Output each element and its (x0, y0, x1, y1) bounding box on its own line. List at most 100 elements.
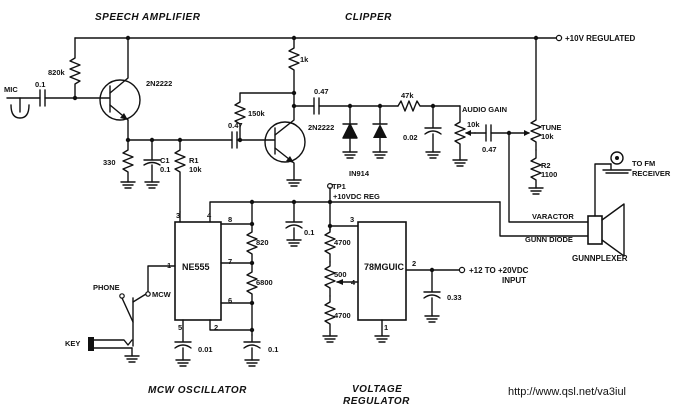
capacitor-timing-01: 0.1 (243, 334, 278, 367)
title-regulator: REGULATOR (343, 396, 410, 407)
ne555-pin6: 6 (228, 296, 232, 305)
capacitor-033: 0.33 (423, 269, 462, 323)
resistor-r1: R1 10k (174, 139, 202, 213)
mic-coupling-capacitor (39, 89, 46, 107)
gunnplexer-body (587, 215, 603, 245)
label-to-fm: TO FM (632, 159, 655, 168)
capacitor-047-b: 0.47 (313, 87, 329, 115)
resistor-4700-b: 4700 (322, 295, 351, 343)
diode-2 (372, 105, 388, 159)
resistor-330: 330 (103, 139, 136, 189)
label-820k: 820k (48, 68, 66, 77)
label-47k: 47k (401, 91, 414, 100)
label-to-fm-receiver: RECEIVER (632, 169, 671, 178)
key-jack: KEY (65, 337, 140, 363)
ne555-pin2: 2 (214, 323, 218, 332)
fm-output-connector (610, 151, 624, 165)
transistor-q2: 2N2222 (264, 105, 334, 187)
mic-input: MIC 0.1 (4, 80, 101, 119)
label-phone: PHONE (93, 283, 120, 292)
label-500: 500 (334, 270, 347, 279)
phone-mcw-switch: MCW PHONE (93, 265, 176, 347)
title-voltage: VOLTAGE (352, 384, 402, 395)
title-gunnplexer: GUNNPLEXER (572, 254, 628, 263)
ne555-pin3: 3 (176, 211, 180, 220)
label-q1: 2N2222 (146, 79, 172, 88)
label-047b: 0.47 (314, 87, 329, 96)
label-330: 330 (103, 158, 116, 167)
label-reg-out: +10VDC REG (333, 192, 380, 201)
ic-ne555: NE555 3 4 8 7 6 1 5 2 (167, 211, 232, 332)
resistor-500-pot: 500 (324, 261, 359, 297)
reg-pin2: 2 (412, 259, 416, 268)
reg-label: 78MGUIC (364, 262, 405, 272)
varactor-line (490, 132, 589, 223)
capacitor-c1: C1 0.1 (143, 139, 170, 189)
label-002: 0.02 (403, 133, 418, 142)
label-tp1: TP1 (332, 182, 346, 191)
gunn-diode-line (499, 201, 589, 237)
label-input-range: +12 TO +20VDC (469, 266, 529, 275)
reg-pin1: 1 (384, 323, 388, 332)
gunnplexer-unit: VARACTOR GUNN DIODE TO FM RECEIVER (499, 151, 671, 257)
title-mcw-oscillator: MCW OSCILLATOR (148, 385, 247, 396)
label-r2-value: 1100 (541, 170, 557, 179)
label-10v-regulated: +10V REGULATED (565, 34, 636, 43)
diode-1 (342, 105, 358, 159)
resistor-820: 820 (246, 223, 269, 264)
label-150k: 150k (248, 109, 266, 118)
label-gunn-diode: GUNN DIODE (525, 235, 573, 244)
label-tune: TUNE (541, 123, 561, 132)
resistor-1k: 1k (288, 37, 309, 107)
label-4700a: 4700 (334, 238, 351, 247)
ne555-pin7: 7 (228, 257, 232, 266)
resistor-47k: 47k (397, 91, 461, 112)
label-c1: C1 (160, 156, 170, 165)
label-c-ct: 0.1 (268, 345, 278, 354)
resistor-r2: R2 1100 (528, 149, 557, 195)
capacitor-002: 0.02 (403, 105, 442, 159)
label-varactor: VARACTOR (532, 212, 574, 221)
tune-potentiometer: TUNE 10k (508, 37, 561, 151)
title-clipper: CLIPPER (345, 12, 392, 23)
label-pot10k-a: 10k (467, 120, 480, 129)
label-c-mic: 0.1 (35, 80, 45, 89)
label-820: 820 (256, 238, 269, 247)
label-4700b: 4700 (334, 311, 351, 320)
label-input: INPUT (502, 276, 526, 285)
label-key: KEY (65, 339, 80, 348)
label-c-tt: 0.01 (198, 345, 213, 354)
top-supply-rail: +10V REGULATED (74, 34, 636, 43)
resistor-150k: 150k (234, 92, 295, 141)
resistor-4700-a: 4700 (324, 225, 351, 263)
label-047a: 0.47 (228, 121, 243, 130)
supply-terminal (555, 34, 563, 42)
label-1k: 1k (300, 55, 309, 64)
ne555-pin5: 5 (178, 323, 182, 332)
label-in914: IN914 (349, 169, 370, 178)
label-033: 0.33 (447, 293, 462, 302)
title-speech-amplifier: SPEECH AMPLIFIER (95, 12, 201, 23)
label-pot10k-b: 10k (541, 132, 554, 141)
label-q2: 2N2222 (308, 123, 334, 132)
ic-78mguic: 78MGUIC 3 2 4 1 (350, 215, 416, 332)
transistor-q1: 2N2222 (99, 37, 172, 121)
source-url: http://www.qsl.net/va3iul (508, 386, 626, 398)
capacitor-047-c: 0.47 (482, 124, 497, 154)
label-c-t: 0.1 (304, 228, 314, 237)
label-r2: R2 (541, 161, 551, 170)
label-6800: 6800 (256, 278, 273, 287)
input-terminal (458, 266, 466, 274)
reg-pin3: 3 (350, 215, 354, 224)
label-mcw: MCW (152, 290, 172, 299)
resistor-6800: 6800 (246, 262, 273, 304)
label-audio-gain: AUDIO GAIN (462, 105, 507, 114)
ne555-pin8: 8 (228, 215, 232, 224)
horn-antenna (601, 203, 625, 257)
label-r1: R1 (189, 156, 199, 165)
audio-gain-potentiometer: AUDIO GAIN 10k (452, 105, 507, 167)
resistor-820k: 820k (48, 37, 81, 99)
label-c1-value: 0.1 (160, 165, 170, 174)
